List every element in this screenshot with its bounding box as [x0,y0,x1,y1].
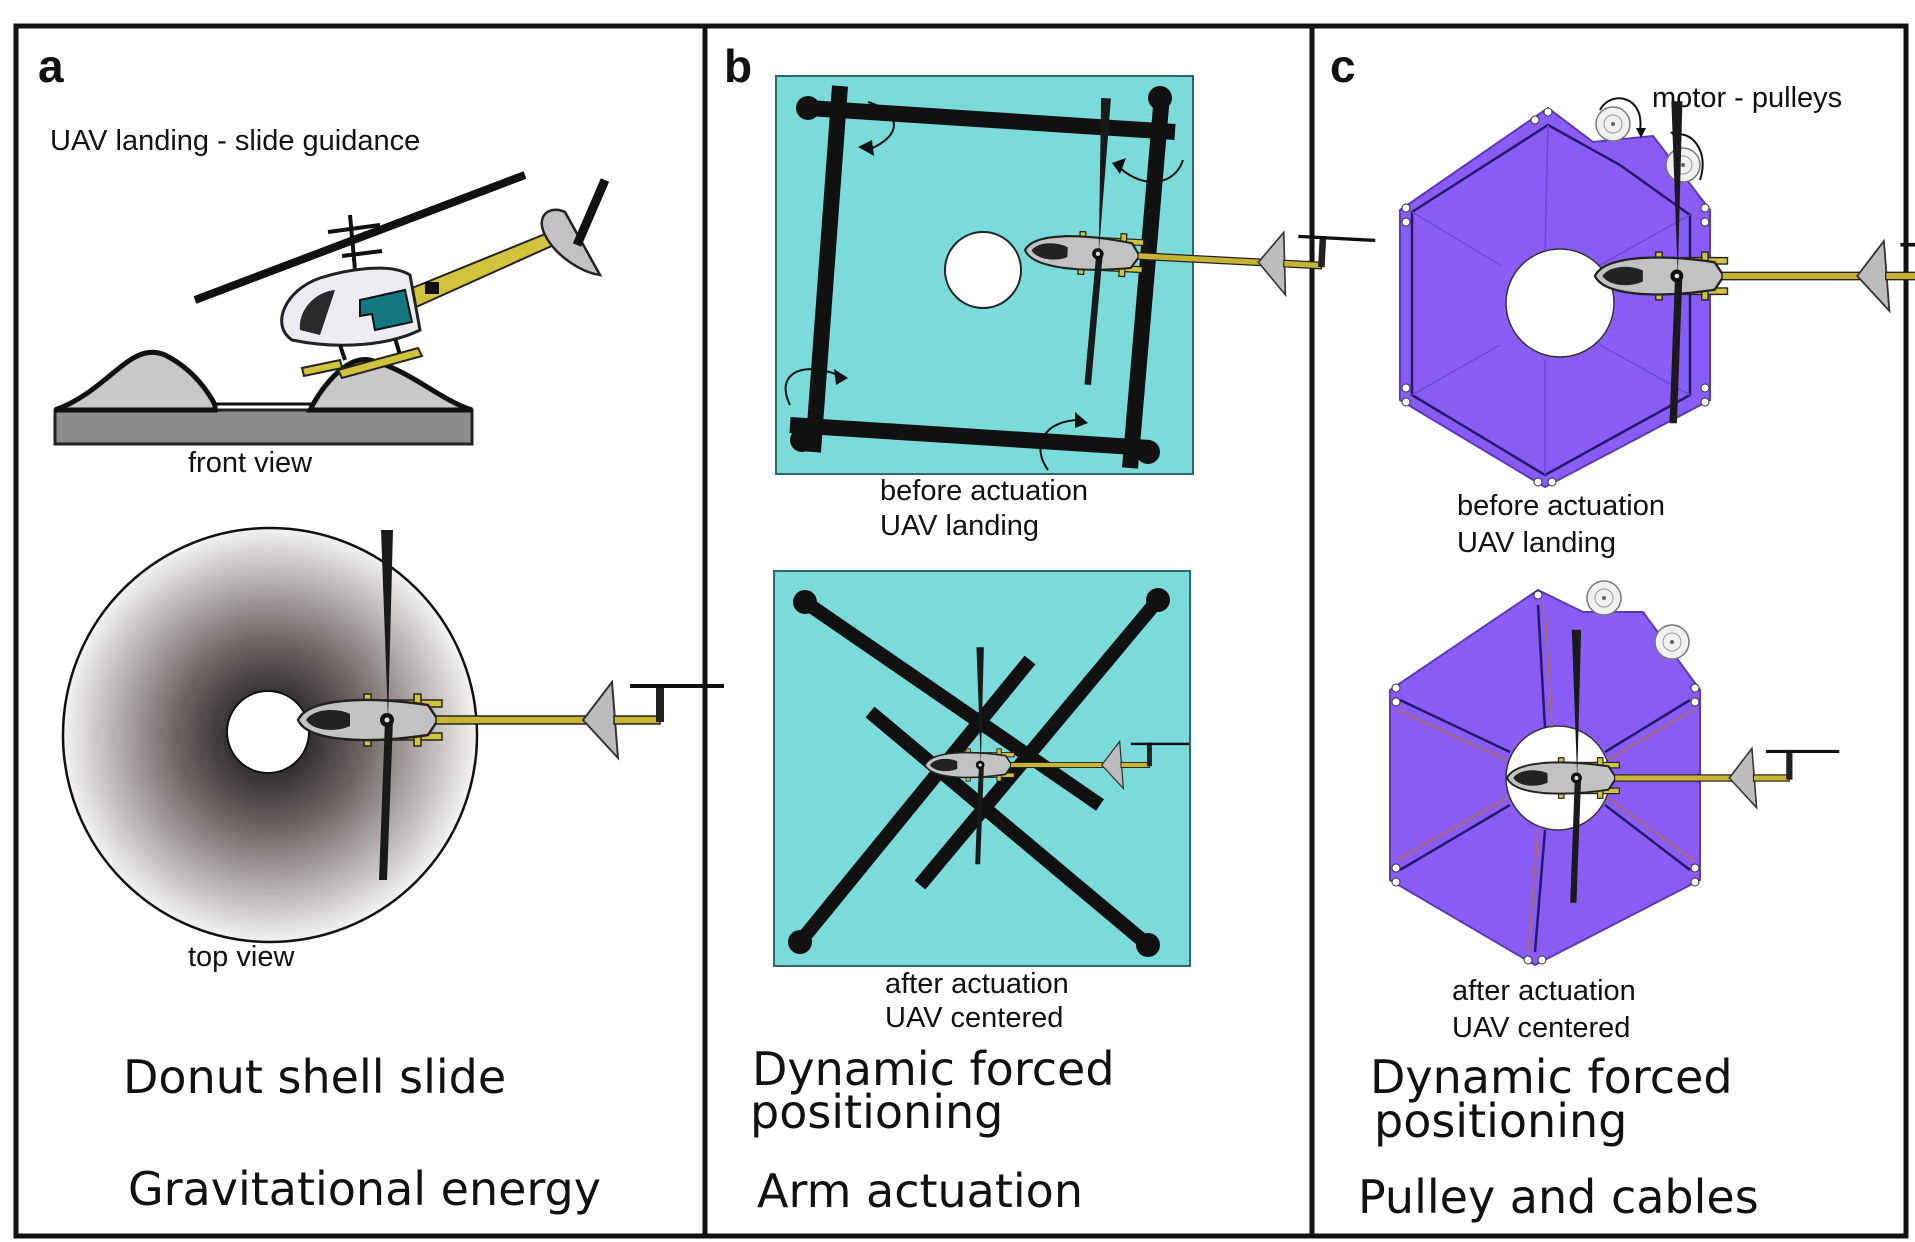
arm-after-2 [914,595,1164,890]
panel-c-after-line2: UAV centered [1452,1012,1630,1044]
panel-c: c motor - pulleys [1330,40,1915,1224]
platform-center-hole-before-c [1505,248,1615,358]
panel-c-subtitle: Pulley and cables [1358,1170,1759,1224]
arm-left [805,85,848,453]
arm-after-3 [865,706,1153,951]
panel-c-letter: c [1330,40,1356,92]
panel-b: b [724,40,1384,1218]
arm-platform-after [773,570,1191,967]
panel-c-before-line1: before actuation [1457,490,1665,522]
slide-base [53,408,474,446]
arm-bottom [789,417,1151,456]
helicopter-side-view [193,171,610,380]
panel-a: a UAV landing - slide guidance [38,40,726,1216]
panel-b-before-line1: before actuation [880,475,1088,507]
panel-a-subtitle: Gravitational energy [128,1162,601,1216]
panel-b-subtitle: Arm actuation [757,1164,1083,1218]
pulley-icon-3 [1586,580,1622,616]
slide-front-view-illustration [53,349,474,446]
panel-c-after-line1: after actuation [1452,975,1636,1007]
pulley-icon-2 [1665,147,1701,183]
slide-left-hump [54,349,218,413]
arm-platform-before [775,75,1384,475]
cable-loop-before [1410,123,1692,477]
panel-b-after-line1: after actuation [885,968,1069,1000]
tail-boom [393,230,558,314]
main-rotor-blade [193,171,527,304]
cockpit-window [299,290,335,335]
pulley-icon-1 [1595,106,1631,142]
panel-a-top-label: UAV landing - slide guidance [50,125,420,157]
arm-top [807,100,1176,140]
front-view-label: front view [188,447,313,479]
tail-rotor [572,178,610,247]
arm-after-4 [794,655,1036,947]
donut-shell-top-view [61,526,726,944]
canopy-panel [359,288,414,332]
top-view-label: top view [188,941,295,973]
tail-fin [540,208,603,277]
panel-b-letter: b [724,40,752,92]
panel-b-after-line2: UAV centered [885,1002,1063,1034]
panel-a-letter: a [38,40,64,92]
arm-after-1 [801,596,1104,811]
pulley-icon-4 [1654,624,1690,660]
panel-c-before-line2: UAV landing [1457,527,1616,559]
pulley-label: motor - pulleys [1652,82,1842,114]
panel-a-title: Donut shell slide [123,1050,506,1104]
figure-frame [13,23,1909,1239]
pulley-platform-before [1399,97,1915,489]
panel-c-title-line2: positioning [1374,1094,1627,1148]
panel-b-before-line2: UAV landing [880,510,1039,542]
arm-right [1122,94,1170,469]
donut-center-hole [226,690,310,774]
cables-after [1399,604,1691,953]
landing-skid-front [336,346,424,380]
panel-c-title-line1: Dynamic forced [1370,1050,1733,1104]
panel-b-title-line2: positioning [750,1085,1003,1139]
panel-b-title-line1: Dynamic forced [752,1042,1115,1096]
platform-center-hole-before [944,231,1022,309]
rotation-arrows-before [784,101,1184,471]
pulley-platform-after [1389,580,1841,967]
